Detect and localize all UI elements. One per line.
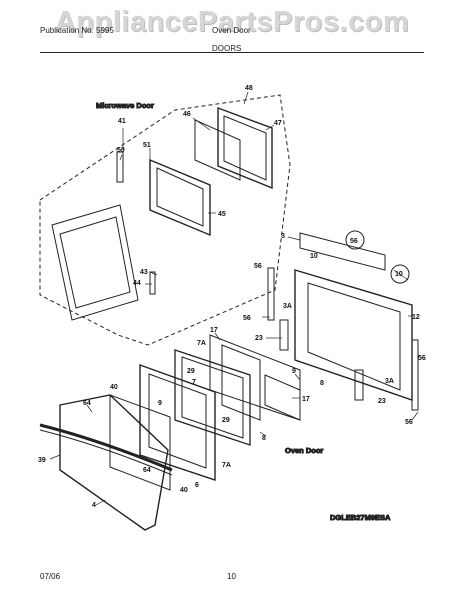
door-handle: [39, 423, 173, 472]
callout-7a-bottom: 7A: [222, 462, 231, 469]
footer-page-number: 10: [227, 572, 236, 581]
insulation-panel: [221, 344, 261, 421]
microwave-door-frame: [149, 158, 211, 237]
microwave-outer-panel: [51, 204, 139, 321]
oven-door-liner-window: [307, 282, 401, 391]
callout-3: 3: [281, 233, 285, 240]
callout-7a-top: 7A: [197, 340, 206, 347]
callout-8-bottom: 8: [262, 435, 266, 442]
callout-10: 10: [310, 253, 318, 260]
hinge-right: [354, 369, 364, 401]
callout-44: 44: [133, 280, 141, 287]
door-top-trim: [299, 232, 386, 271]
callout-39: 39: [38, 457, 46, 464]
microwave-door-title: Microwave Door: [96, 101, 154, 110]
callout-41: 41: [118, 118, 126, 125]
glass-pack-frame-inner: [181, 356, 244, 439]
microwave-choke-frame: [217, 106, 273, 190]
watermark: AppliancePartsPros.com: [54, 6, 410, 38]
callout-23-left: 23: [255, 335, 263, 342]
hinge-left: [279, 319, 289, 351]
callout-40-top: 40: [110, 384, 118, 391]
callout-45: 45: [218, 211, 226, 218]
callout-3a-right: 3A: [385, 378, 394, 385]
oven-door-liner: [294, 269, 413, 401]
callout-17-right: 17: [302, 396, 310, 403]
microwave-glass: [194, 119, 241, 181]
microwave-outer-panel-window: [59, 216, 131, 309]
door-inner-frame: [139, 364, 216, 481]
oven-door-title: Oven Door: [285, 446, 323, 455]
glass-pack-frame: [174, 349, 251, 446]
callout-9: 9: [292, 368, 296, 375]
callout-29-top: 29: [187, 368, 195, 375]
door-inner-frame-inner: [148, 373, 207, 469]
callout-10-detail: 10: [395, 271, 403, 278]
microwave-hinge: [149, 271, 156, 295]
microwave-handle-bracket: [116, 151, 124, 183]
callout-64-bottom: 64: [143, 467, 151, 474]
footer-date: 07/06: [40, 572, 61, 581]
callout-17-top: 17: [210, 327, 218, 334]
callout-56-mid: 56: [243, 315, 251, 322]
door-handle-edge: [39, 429, 173, 476]
callout-4: 4: [92, 502, 96, 509]
door-glass-9: [109, 394, 171, 491]
callout-47: 47: [274, 120, 282, 127]
header-right: Oven Door: [212, 26, 251, 35]
header-rule: [40, 52, 424, 53]
callout-56-bottom: 56: [405, 419, 413, 426]
callout-29-bottom: 29: [222, 417, 230, 424]
microwave-door-frame-inner: [156, 167, 204, 227]
callout-3a-left: 3A: [283, 303, 292, 310]
callout-56-detail: 56: [350, 238, 358, 245]
callout-64-left: 64: [83, 400, 91, 407]
section-title: DOORS: [212, 44, 242, 53]
door-side-trim-left: [267, 267, 275, 321]
callout-56-left: 56: [254, 263, 262, 270]
microwave-choke-frame-inner: [223, 115, 267, 181]
glass-8: [264, 374, 301, 421]
header-left: Publication No. 5995: [40, 26, 114, 35]
screw-detail-10: [390, 264, 410, 284]
callout-23-right: 23: [378, 398, 386, 405]
callout-40-bottom: 40: [180, 487, 188, 494]
callout-43: 43: [140, 269, 148, 276]
callout-6: 6: [195, 482, 199, 489]
screw-detail-56: [345, 230, 365, 250]
callout-51: 51: [143, 142, 151, 149]
outer-door-panel: [59, 394, 169, 531]
callout-50: 50: [117, 147, 125, 154]
callout-48: 48: [245, 85, 253, 92]
callout-7: 7: [192, 379, 196, 386]
callout-12: 12: [412, 314, 420, 321]
callout-56-right: 56: [418, 355, 426, 362]
leader-lines: [49, 91, 419, 506]
microwave-door-group-outline: [39, 94, 291, 346]
callout-8-right: 8: [320, 380, 324, 387]
callout-9-glass: 9: [158, 400, 162, 407]
door-side-trim-right: [411, 339, 419, 411]
inner-glass-17: [209, 334, 301, 421]
callout-46: 46: [183, 111, 191, 118]
model-number: DGLEB27M9ESA: [330, 513, 391, 522]
